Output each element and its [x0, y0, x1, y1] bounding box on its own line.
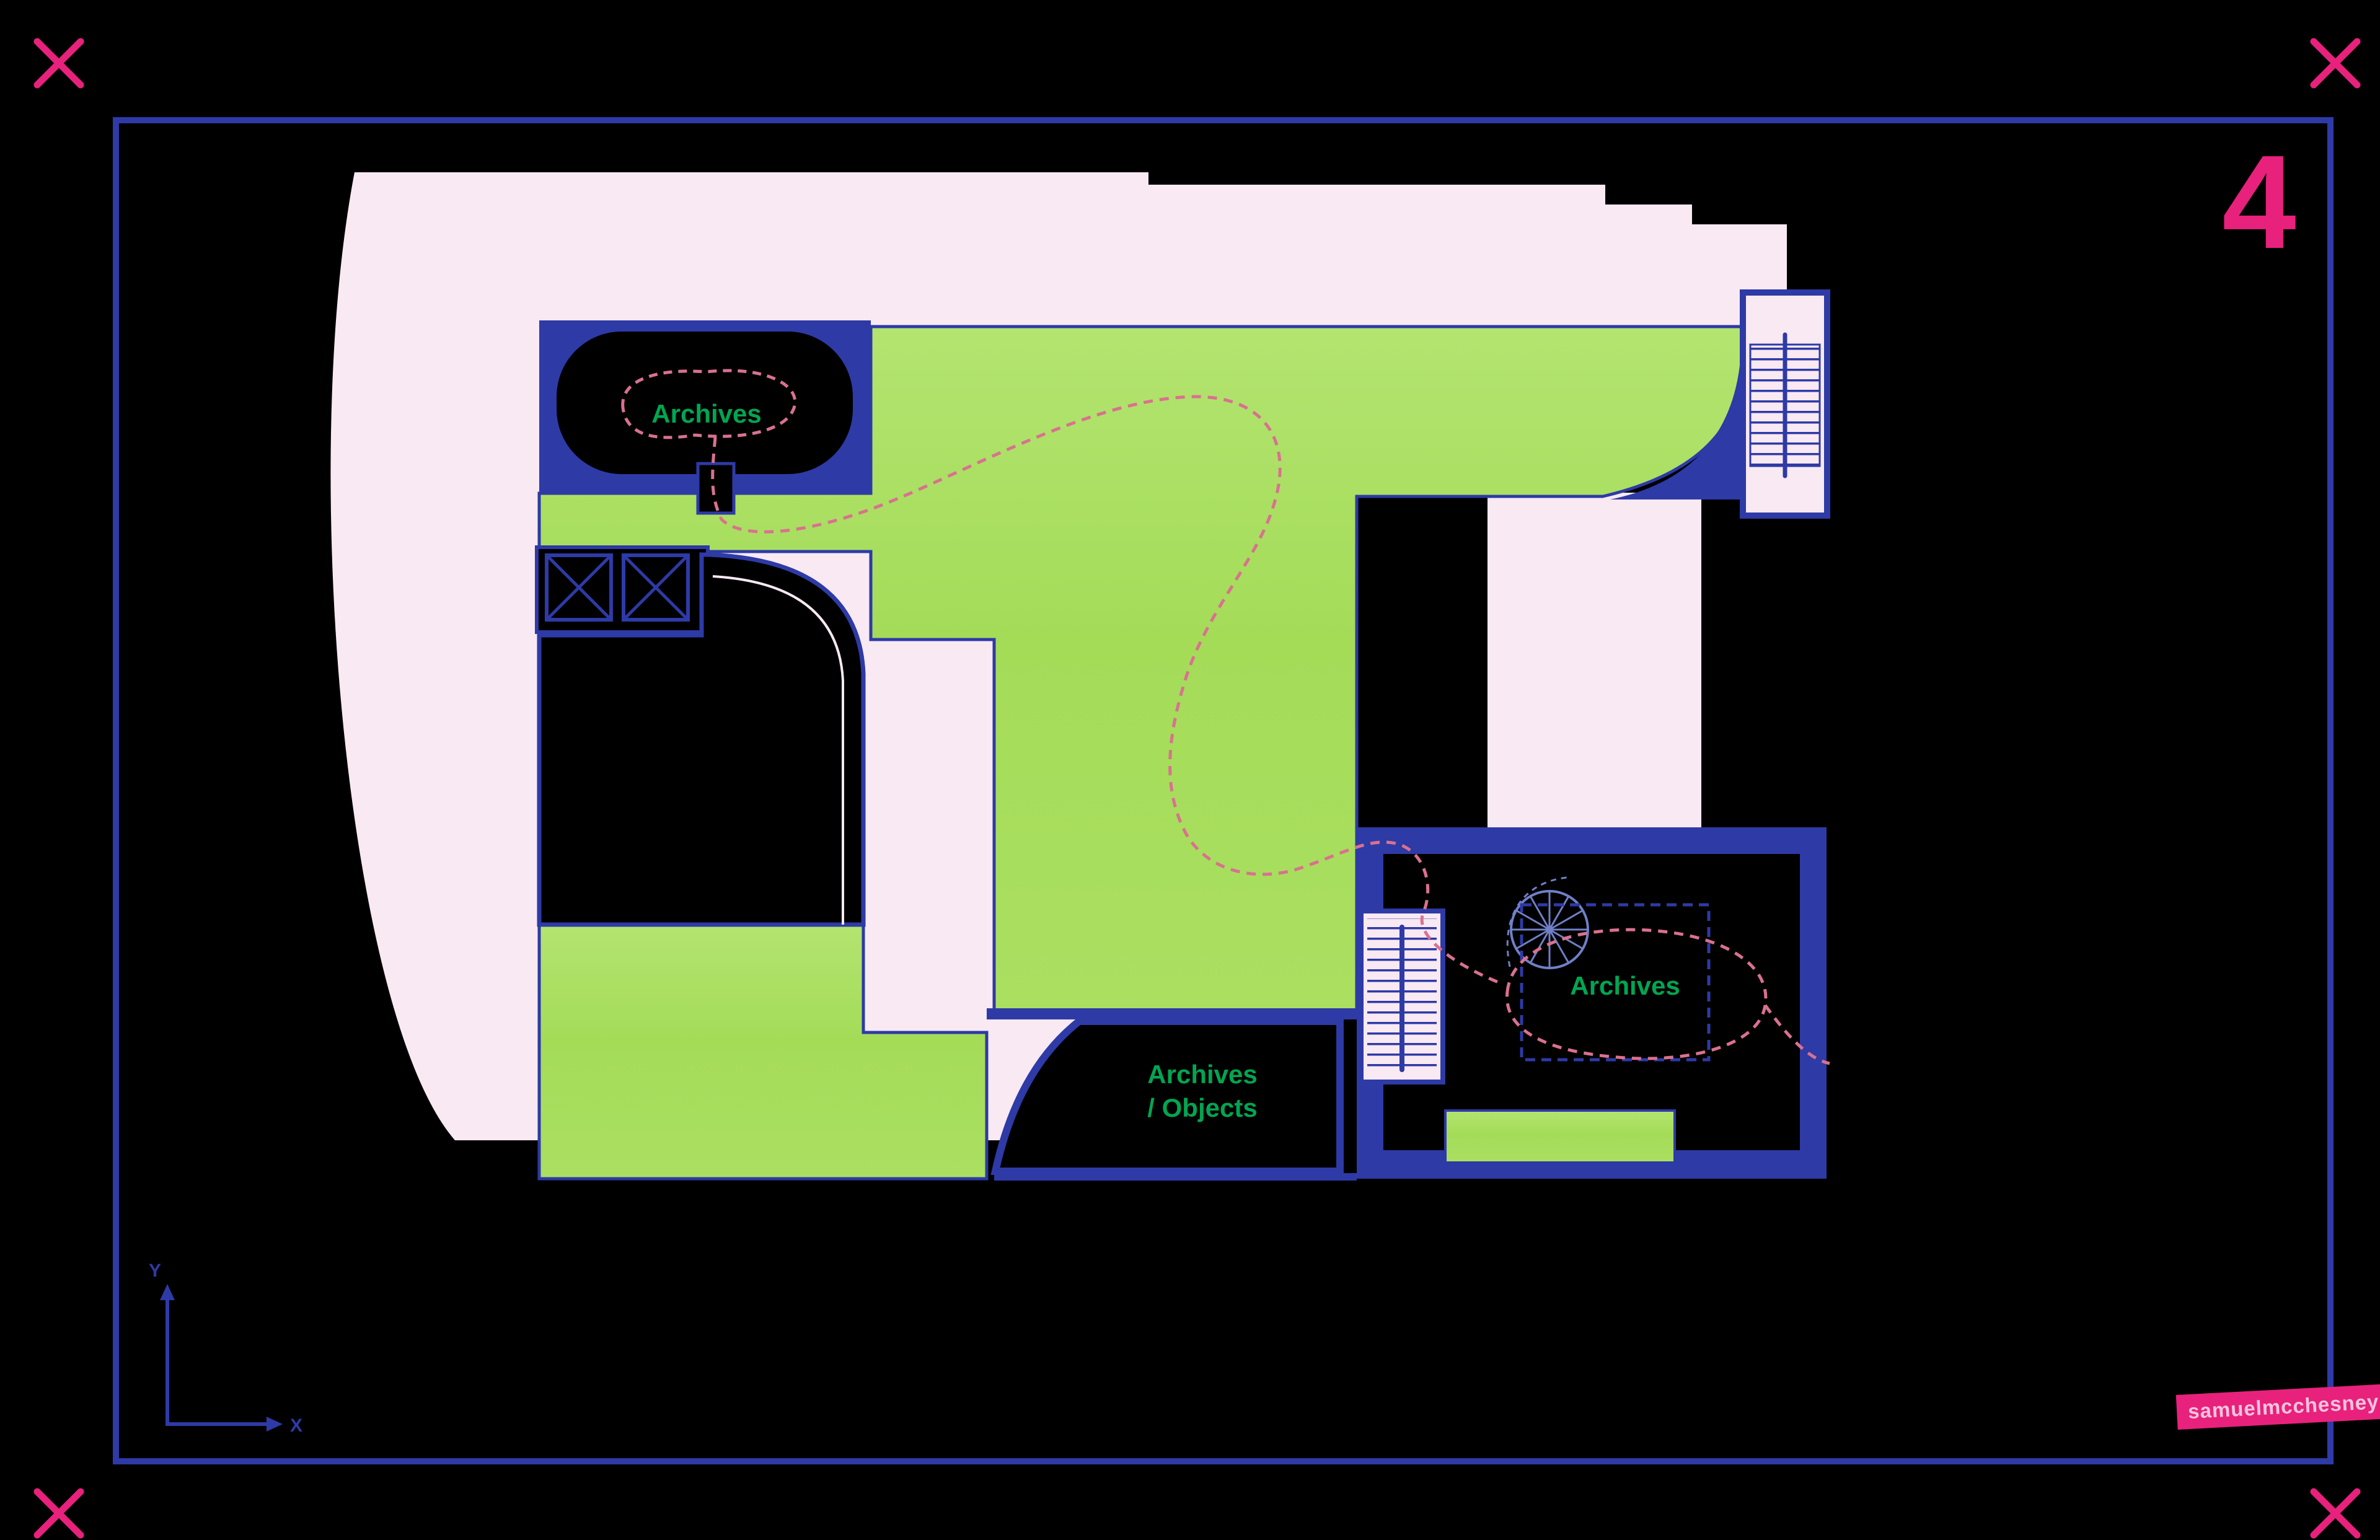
axis-indicator: Y X [149, 1261, 302, 1436]
sheet-number: 4 [2222, 127, 2296, 276]
staircase-icon [1740, 289, 1830, 519]
spiral-guide-arc [1506, 876, 1567, 967]
elevator-x [545, 554, 612, 621]
axis-y-label: Y [149, 1261, 161, 1281]
corridor-landing-wedge [1610, 332, 1742, 499]
registration-x-icon [2310, 38, 2361, 89]
registration-x-icon [33, 38, 84, 89]
room-label: Archives [651, 399, 761, 428]
registration-x-icon [2310, 1488, 2361, 1539]
dashed-zone-rect [1520, 903, 1711, 1062]
axis-lines [165, 1295, 271, 1426]
axis-arrow-x [267, 1417, 283, 1432]
room-label: Archives [1570, 971, 1680, 1000]
floor-slab-east [1488, 493, 1701, 830]
circulation-dashed-tail [1763, 1004, 1830, 1065]
elevator-bank [535, 545, 710, 634]
elevator-icon [545, 553, 613, 622]
room-interior-blob [557, 332, 853, 474]
room-outline [990, 1018, 1344, 1175]
registration-marks [33, 38, 2361, 1539]
green-strip [1444, 1109, 1676, 1164]
room-interior [1383, 854, 1800, 1150]
circulation-dashed-path [711, 395, 1501, 985]
elevator-x [622, 554, 689, 621]
inner-wall-line [712, 575, 844, 925]
room-archives-objects: Archives / Objects [987, 1008, 1357, 1181]
room-archives-northwest: Archives [539, 320, 871, 515]
room-outline [537, 552, 866, 927]
registration-x-icon [33, 1488, 84, 1539]
elevator-icon [622, 553, 690, 622]
room-storage-west [537, 552, 866, 927]
axis-arrow-y [160, 1284, 175, 1300]
dashed-outline-loop [621, 369, 797, 439]
staircase-icon [1359, 909, 1445, 1085]
room-label-line1: Archives [1147, 1060, 1257, 1089]
drawing-frame [113, 117, 2334, 1464]
circulation-dashed-paths [711, 395, 1830, 1065]
floor-slab-north [1148, 185, 1787, 328]
room-label-line2: / Objects [1147, 1093, 1257, 1122]
axis-x-label: X [290, 1415, 302, 1436]
room-archives-east: Archives [1357, 827, 1827, 1179]
